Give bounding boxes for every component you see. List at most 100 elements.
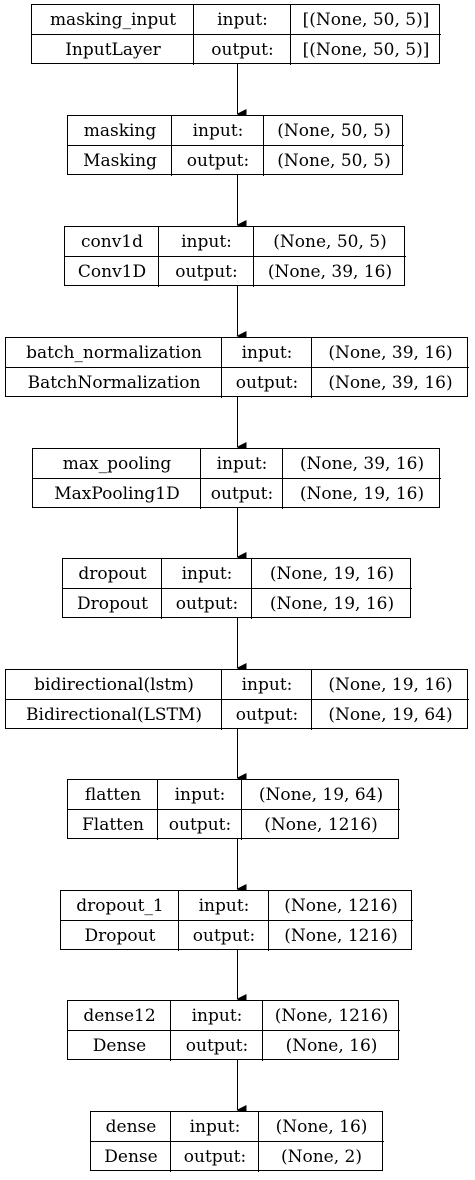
column-divider [253, 227, 254, 287]
output-shape: (None, 1216) [264, 814, 378, 835]
row-divider [6, 367, 469, 368]
column-divider [311, 670, 312, 730]
row-divider [63, 588, 412, 589]
input-label: input: [181, 231, 232, 252]
output-label: output: [211, 39, 274, 60]
column-divider [241, 780, 242, 840]
layer-type: Masking [83, 150, 157, 171]
output-shape: (None, 1216) [284, 925, 398, 946]
column-divider [251, 559, 252, 619]
input-shape: (None, 39, 16) [328, 342, 453, 363]
layer-type: Dropout [77, 593, 148, 614]
input-label: input: [189, 1116, 241, 1137]
layer-type: InputLayer [65, 39, 161, 60]
layer-name: masking_input [49, 9, 177, 30]
output-label: output: [235, 372, 299, 393]
column-divider [200, 449, 201, 509]
input-shape: (None, 50, 5) [273, 231, 387, 252]
column-divider [170, 1112, 171, 1172]
layer-name: dense [105, 1116, 157, 1137]
column-divider [258, 1112, 259, 1172]
input-shape: (None, 19, 16) [269, 563, 395, 584]
row-divider [68, 1030, 400, 1031]
column-divider [290, 5, 291, 65]
input-label: input: [241, 674, 293, 695]
layer-type: MaxPooling1D [54, 483, 180, 504]
column-divider [262, 1001, 263, 1061]
layer-type: Dense [92, 1035, 147, 1056]
output-label: output: [175, 261, 238, 282]
output-label: output: [210, 483, 274, 504]
row-divider [6, 699, 469, 700]
layer-name: dropout_1 [76, 895, 164, 916]
output-label: output: [235, 704, 299, 725]
output-label: output: [175, 593, 239, 614]
layer-name: batch_normalization [26, 342, 202, 363]
column-divider [170, 1001, 171, 1061]
input-shape: (None, 1216) [274, 1005, 389, 1026]
row-divider [91, 1141, 384, 1142]
output-shape: (None, 19, 16) [299, 483, 425, 504]
layer-name: dropout [78, 563, 147, 584]
output-label: output: [192, 925, 256, 946]
column-divider [161, 559, 162, 619]
input-shape: (None, 16) [275, 1116, 368, 1137]
layer-name: flatten [84, 784, 142, 805]
column-divider [157, 780, 158, 840]
output-shape: (None, 2) [280, 1146, 362, 1167]
input-label: input: [192, 120, 244, 141]
input-shape: (None, 50, 5) [277, 120, 391, 141]
input-shape: (None, 1216) [284, 895, 398, 916]
layer-type: Flatten [81, 814, 145, 835]
input-label: input: [217, 9, 268, 30]
row-divider [68, 809, 400, 810]
output-label: output: [183, 1146, 247, 1167]
layer-name: masking [83, 120, 157, 141]
column-divider [311, 338, 312, 398]
input-label: input: [216, 453, 268, 474]
column-divider [178, 891, 179, 951]
input-shape: (None, 19, 64) [258, 784, 384, 805]
output-shape: (None, 19, 16) [269, 593, 395, 614]
layer-type: Conv1D [77, 261, 147, 282]
column-divider [193, 5, 194, 65]
output-shape: (None, 39, 16) [328, 372, 453, 393]
input-label: input: [191, 1005, 243, 1026]
column-divider [268, 891, 269, 951]
layer-type: Bidirectional(LSTM) [26, 704, 202, 725]
output-shape: (None, 16) [285, 1035, 378, 1056]
input-label: input: [198, 895, 250, 916]
row-divider [61, 920, 413, 921]
output-shape: (None, 50, 5) [277, 150, 391, 171]
layer-name: dense12 [83, 1005, 156, 1026]
output-shape: [(None, 50, 5)] [302, 39, 430, 60]
column-divider [263, 116, 264, 176]
row-divider [65, 256, 406, 257]
output-label: output: [168, 814, 232, 835]
layer-type: Dense [104, 1146, 158, 1167]
column-divider [221, 670, 222, 730]
layer-name: max_pooling [62, 453, 172, 474]
column-divider [221, 338, 222, 398]
layer-name: bidirectional(lstm) [34, 674, 194, 695]
output-label: output: [186, 150, 250, 171]
layer-name: conv1d [80, 231, 143, 252]
input-shape: [(None, 50, 5)] [302, 9, 430, 30]
output-label: output: [185, 1035, 249, 1056]
input-shape: (None, 39, 16) [299, 453, 425, 474]
column-divider [158, 227, 159, 287]
layer-type: Dropout [84, 925, 156, 946]
column-divider [171, 116, 172, 176]
column-divider [282, 449, 283, 509]
layer-type: BatchNormalization [27, 372, 201, 393]
row-divider [68, 145, 404, 146]
